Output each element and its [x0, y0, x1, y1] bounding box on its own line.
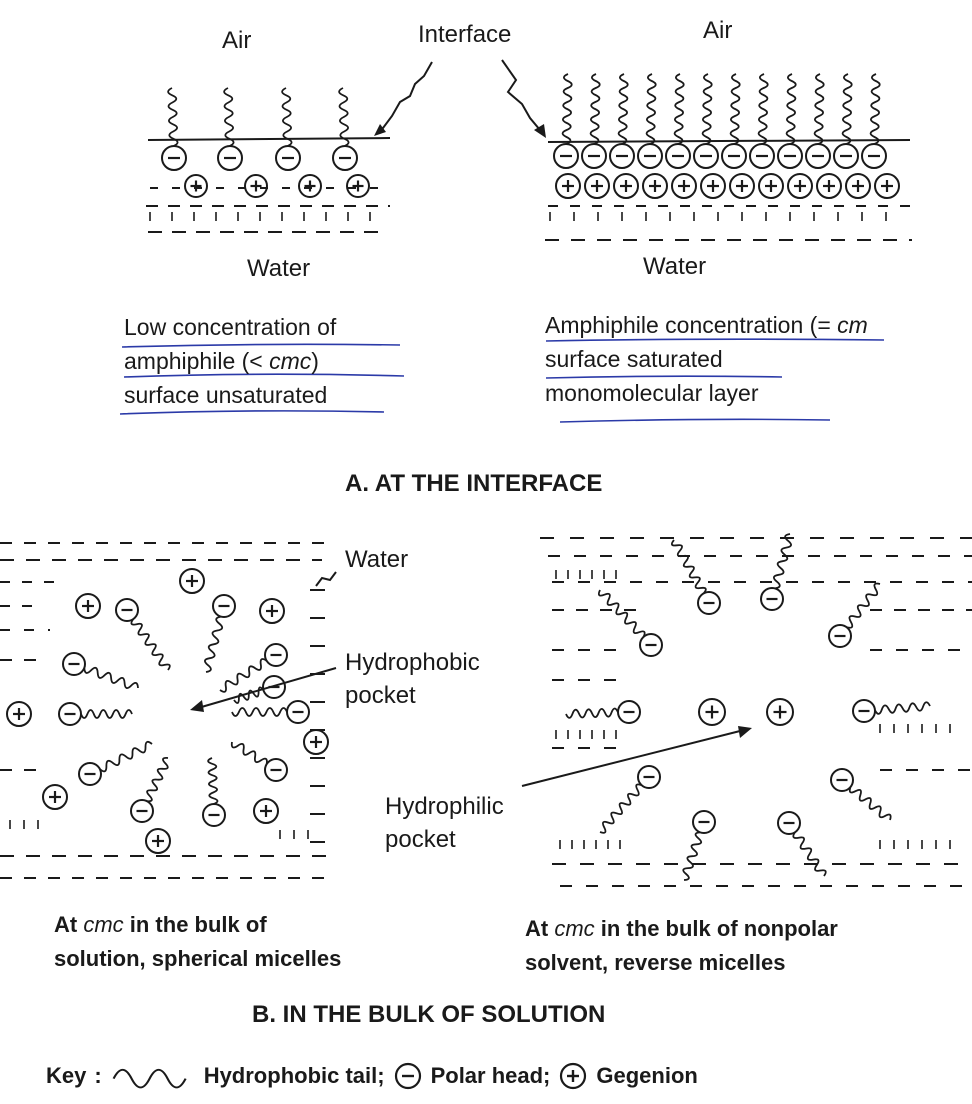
label-line: Hydrophobic [345, 646, 480, 679]
hydrophobic-tail [599, 590, 645, 637]
caption-cmc: cmc [269, 348, 311, 374]
hydrophobic-tail [647, 74, 656, 144]
caption-cmc: cm [837, 312, 868, 338]
hydrophobic-tail [683, 832, 701, 880]
hydrophilic-pointer-head [738, 726, 752, 738]
caption-text: amphiphile (< [124, 348, 269, 374]
caption-line: Low concentration of [124, 310, 336, 344]
caption-text: in the bulk of [124, 912, 267, 937]
caption-text: ) [311, 348, 319, 374]
hydrophobic-tail [847, 584, 880, 628]
hydrophobic-tail [168, 88, 177, 146]
label-line: pocket [345, 679, 480, 712]
water-label-left: Water [247, 257, 310, 281]
hydrophobic-tail [815, 74, 824, 144]
caption-line: monomolecular layer [545, 376, 868, 410]
hydrophobic-tail [871, 74, 880, 144]
hydrophobic-tail [875, 702, 930, 714]
caption-spherical-micelles: At cmc in the bulk of solution, spherica… [54, 908, 341, 976]
hydrophobic-tail [703, 74, 712, 144]
hydrophobic-tail [563, 74, 572, 144]
hydrophobic-tail [147, 758, 168, 801]
hydrophilic-pocket-label: Hydrophilic pocket [385, 790, 504, 856]
hydrophobic-tail [843, 74, 852, 144]
caption-line: solvent, reverse micelles [525, 946, 838, 980]
caption-saturated: Amphiphile concentration (= cm surface s… [545, 308, 868, 410]
caption-text: in the bulk of nonpolar [595, 916, 838, 941]
hydrophobic-tail [282, 88, 291, 146]
hydrophobic-tail [675, 74, 684, 144]
hydrophobic-tail [84, 668, 138, 688]
hydrophobic-tail [232, 742, 267, 764]
hydrophobic-tail [793, 832, 825, 876]
water-surface-right [548, 140, 910, 142]
caption-line: At cmc in the bulk of [54, 908, 341, 942]
caption-low-concentration: Low concentration of amphiphile (< cmc) … [124, 310, 336, 412]
hydrophobic-tail [339, 88, 348, 146]
heading-bulk-solution: B. IN THE BULK OF SOLUTION [252, 1001, 605, 1029]
caption-text: At [54, 912, 83, 937]
caption-cmc: cmc [83, 912, 123, 937]
caption-line: At cmc in the bulk of nonpolar [525, 912, 838, 946]
hydrophobic-tail-icon [110, 1061, 196, 1091]
air-label-right: Air [703, 19, 732, 43]
label-line: Hydrophilic [385, 790, 504, 823]
hydrophobic-tail [81, 710, 132, 718]
key-legend: Key : Hydrophobic tail; Polar head; Gege… [46, 1058, 706, 1094]
water-pointer [316, 572, 336, 586]
key-head-label: Polar head; [431, 1063, 551, 1089]
hydrophobic-tail [619, 74, 628, 144]
label-line: pocket [385, 823, 504, 856]
hydrophobic-tail [731, 74, 740, 144]
key-gegenion-label: Gegenion [596, 1063, 697, 1089]
hydrophobic-tail [591, 74, 600, 144]
key-colon: : [94, 1063, 101, 1089]
hydrophobic-tail [224, 88, 233, 146]
caption-line: Amphiphile concentration (= cm [545, 308, 868, 342]
interface-label: Interface [418, 23, 511, 47]
caption-text: At [525, 916, 554, 941]
polar-head-icon [393, 1061, 423, 1091]
interface-arrow-left [380, 62, 432, 132]
hydrophobic-tail [208, 758, 217, 804]
interface-arrow-right [502, 60, 540, 130]
hydrophobic-tail [774, 534, 791, 588]
caption-line: solution, spherical micelles [54, 942, 341, 976]
hydrophobic-tail [566, 708, 618, 717]
hydrophobic-pointer-head [190, 700, 204, 712]
underline [560, 419, 830, 422]
hydrophobic-tail [600, 784, 642, 832]
hydrophobic-tail [232, 708, 287, 716]
hydrophobic-tail [672, 540, 706, 593]
caption-text: Amphiphile concentration (= [545, 312, 837, 338]
hydrophobic-tail [100, 742, 152, 772]
caption-line: amphiphile (< cmc) [124, 344, 336, 378]
caption-cmc: cmc [554, 916, 594, 941]
hydrophobic-tail [850, 787, 891, 820]
hydrophobic-tail [759, 74, 768, 144]
water-surface-left [148, 138, 390, 140]
water-label-bulk: Water [345, 548, 408, 572]
hydrophobic-tail [131, 619, 169, 670]
key-tail-label: Hydrophobic tail; [204, 1063, 385, 1089]
hydrophobic-pocket-label: Hydrophobic pocket [345, 646, 480, 712]
hydrophobic-tail [205, 617, 222, 672]
key-label: Key [46, 1063, 86, 1089]
gegenion-icon [558, 1061, 588, 1091]
water-label-right: Water [643, 255, 706, 279]
hydrophobic-tail [787, 74, 796, 144]
heading-at-interface: A. AT THE INTERFACE [345, 470, 602, 498]
caption-line: surface saturated [545, 342, 868, 376]
air-label-left: Air [222, 29, 251, 53]
caption-line: surface unsaturated [124, 378, 336, 412]
caption-reverse-micelles: At cmc in the bulk of nonpolar solvent, … [525, 912, 838, 980]
